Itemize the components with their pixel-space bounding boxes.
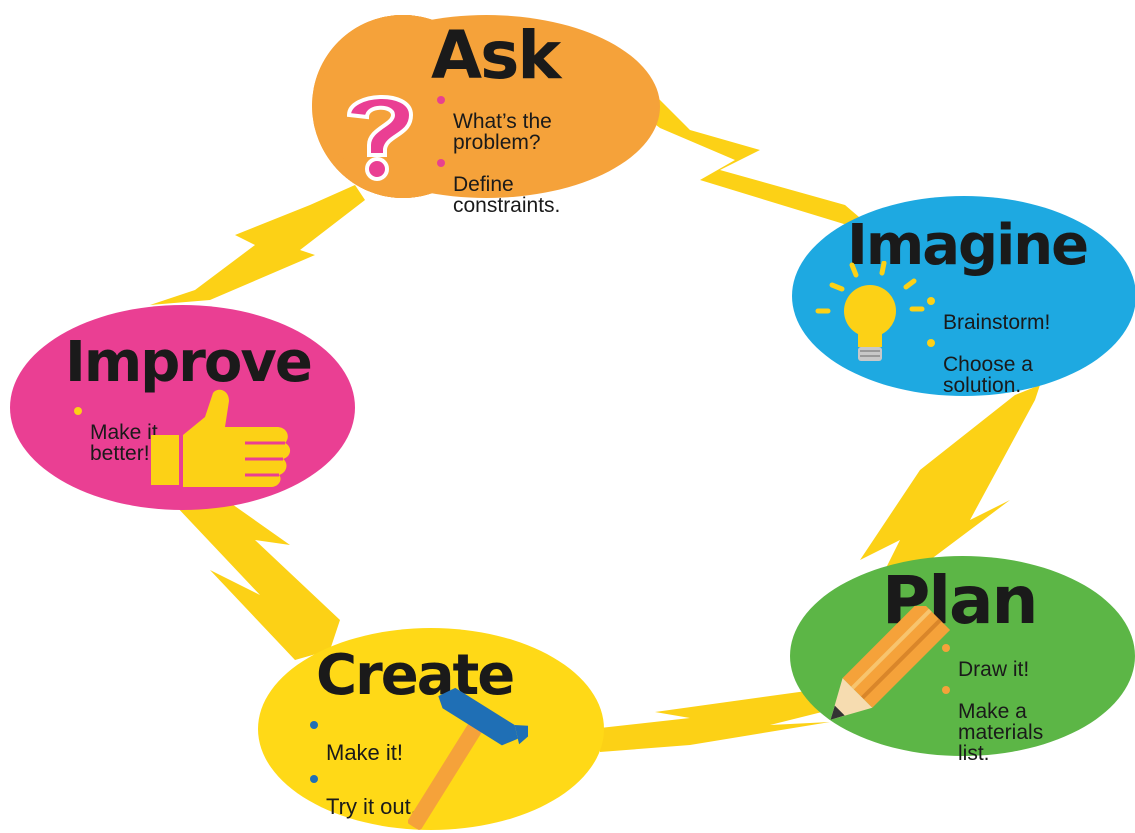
imagine-item-2: Choose a solution. bbox=[925, 333, 1050, 396]
bullet-dot bbox=[942, 644, 950, 652]
bolt-improve-ask bbox=[150, 185, 365, 305]
stage-imagine: Imagine Brainstorm! Choose a solution. bbox=[792, 196, 1135, 396]
question-mark-icon bbox=[346, 95, 414, 181]
lightbulb-icon bbox=[815, 261, 925, 361]
plan-item-1-text: Draw it! bbox=[958, 658, 1030, 681]
improve-bullet-list: Make it better! bbox=[72, 401, 158, 464]
hammer-icon bbox=[408, 687, 528, 830]
bolt-plan-create bbox=[600, 685, 870, 752]
create-item-1: Make it! bbox=[308, 712, 417, 766]
stage-create: Create Make it! Try it out. bbox=[258, 628, 604, 830]
improve-item-1-text: Make it better! bbox=[90, 421, 158, 465]
create-item-2: Try it out. bbox=[308, 766, 417, 820]
create-bullet-list: Make it! Try it out. bbox=[308, 712, 417, 820]
ask-item-2: Define constraints. bbox=[435, 153, 560, 216]
stage-improve-title: Improve bbox=[65, 330, 313, 395]
stage-ask-text: Ask What’s the problem? Define constrain… bbox=[313, 15, 660, 216]
bolt-imagine-plan bbox=[860, 385, 1040, 600]
pencil-icon bbox=[830, 606, 951, 720]
bullet-dot bbox=[74, 407, 82, 415]
bullet-dot bbox=[927, 297, 935, 305]
stage-create-title: Create bbox=[316, 643, 515, 708]
imagine-item-1: Brainstorm! bbox=[925, 291, 1050, 333]
improve-item-1: Make it better! bbox=[72, 401, 158, 464]
stage-improve: Improve Make it better! bbox=[10, 305, 355, 510]
bullet-dot bbox=[437, 96, 445, 104]
thumbs-up-icon bbox=[151, 389, 291, 487]
bullet-dot bbox=[927, 339, 935, 347]
plan-item-1: Draw it! bbox=[940, 638, 1043, 680]
ask-item-2-text: Define constraints. bbox=[453, 173, 561, 217]
ask-bullet-list: What’s the problem? Define constraints. bbox=[435, 90, 560, 216]
stage-ask-title: Ask bbox=[431, 17, 561, 94]
plan-item-2-text: Make a materials list. bbox=[958, 700, 1044, 765]
ask-item-1-text: What’s the problem? bbox=[453, 110, 552, 154]
bolt-create-improve bbox=[175, 485, 340, 660]
bolt-ask-imagine bbox=[480, 68, 880, 235]
plan-bullet-list: Draw it! Make a materials list. bbox=[940, 638, 1043, 764]
imagine-item-1-text: Brainstorm! bbox=[943, 311, 1051, 334]
stage-plan: Plan Draw it! Make a materials list. bbox=[790, 556, 1135, 764]
plan-item-2: Make a materials list. bbox=[940, 680, 1043, 764]
create-item-1-text: Make it! bbox=[326, 740, 404, 765]
imagine-bullet-list: Brainstorm! Choose a solution. bbox=[925, 291, 1050, 396]
bullet-dot bbox=[310, 721, 318, 729]
imagine-item-2-text: Choose a solution. bbox=[943, 353, 1033, 397]
bullet-dot bbox=[437, 159, 445, 167]
bullet-dot bbox=[310, 775, 318, 783]
create-item-2-text: Try it out. bbox=[326, 794, 417, 819]
stage-imagine-title: Imagine bbox=[847, 213, 1089, 278]
ask-item-1: What’s the problem? bbox=[435, 90, 560, 153]
bullet-dot bbox=[942, 686, 950, 694]
